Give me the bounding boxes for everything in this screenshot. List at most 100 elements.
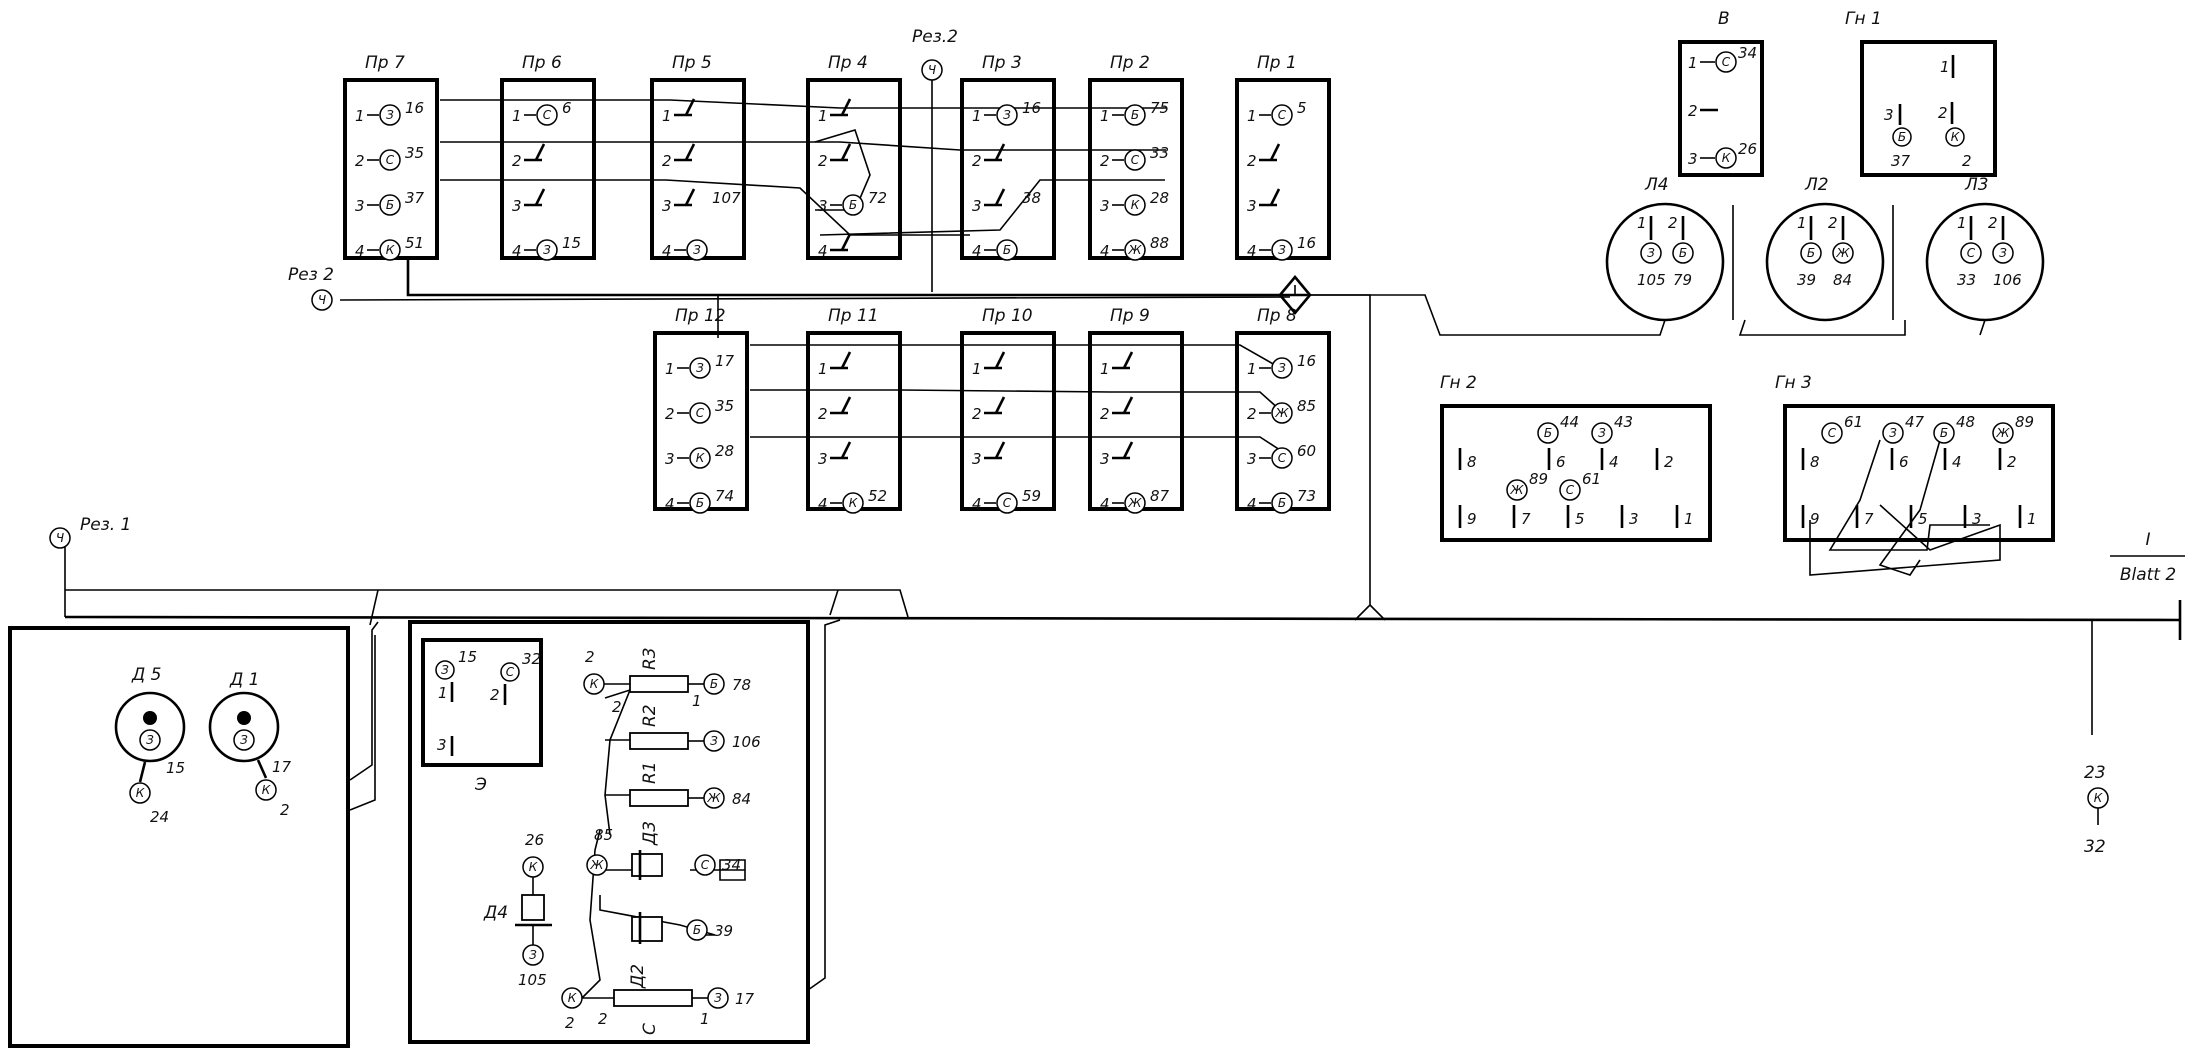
end-connector: 23 К 32	[2084, 763, 2109, 857]
gn1-c2: К	[1951, 130, 1960, 144]
fuse-pin-number: 1	[818, 107, 828, 125]
d1-color: З	[240, 733, 248, 747]
fuse-pin-color: З	[386, 108, 394, 122]
d1-wire2: 2	[280, 801, 290, 819]
gn3-wire-color: Б	[1940, 426, 1948, 440]
gn2-pin: 2	[1664, 453, 1674, 471]
gn3-wire-number: 89	[2015, 413, 2034, 431]
d3-wr2: 39	[714, 922, 733, 940]
fuse-pin-color: Ж	[1128, 243, 1143, 257]
fuse-pin-number: 4	[512, 242, 522, 260]
fuse-label: Пр 6	[522, 53, 562, 73]
d3-cl: Ж	[590, 858, 605, 872]
lamp-pin2: 2	[1988, 214, 1998, 232]
fuse-pin-number: 1	[1247, 360, 1257, 378]
switch-v-label: В	[1718, 9, 1730, 29]
e-w1: 15	[458, 648, 477, 666]
fuse-pin-color: З	[1278, 361, 1286, 375]
fuse-pin-number: 1	[1100, 360, 1110, 378]
r3-pin2: 2	[612, 698, 622, 716]
gn2-pin: 9	[1467, 510, 1477, 528]
lamp-pin1: 1	[1957, 214, 1967, 232]
gn3-pin: 6	[1899, 453, 1909, 471]
fuse-pin-number: 2	[1100, 405, 1110, 423]
gn1-p2: 2	[1938, 104, 1948, 122]
fuse-pin-number: 1	[662, 107, 672, 125]
switch-pin-color: К	[1722, 151, 1731, 165]
gn1-w2: 2	[1962, 152, 1972, 170]
r3-cr: Б	[710, 677, 718, 691]
wiring-lines	[64, 80, 2182, 1001]
socket-gn1: Гн 1 1 3 Б 37 2 К 2	[1845, 9, 1997, 177]
lamp-color1: З	[1647, 246, 1655, 260]
gn3-wire-color: З	[1889, 426, 1897, 440]
fuse-pin-number: 2	[1247, 152, 1257, 170]
fuse-pin-color: Б	[1003, 243, 1011, 257]
fuse-pin-wire: 59	[1022, 487, 1041, 505]
fuse-pin-wire: 107	[712, 189, 741, 207]
fuse-pin-number: 4	[665, 495, 675, 513]
fuse-label: Пр 5	[672, 53, 712, 73]
fuse-pin-number: 1	[972, 360, 982, 378]
r2-cr: З	[710, 734, 718, 748]
fuse-pin-color: С	[1278, 451, 1287, 465]
reserve-rez1: Рез. 1 Ч	[49, 515, 131, 549]
reserve-rez2-left: Рез 2 Ч	[288, 265, 334, 311]
fuse-label: Пр 11	[828, 306, 879, 326]
d2-cl: К	[568, 991, 577, 1005]
d4-wb: 105	[518, 971, 547, 989]
lamp-label: Л3	[1964, 175, 1989, 195]
fuse-pin-wire: 15	[562, 234, 581, 252]
fuse-label: Пр 1	[1257, 53, 1297, 73]
fuse-pin-number: 2	[1100, 152, 1110, 170]
lamp-wire2: 84	[1833, 271, 1852, 289]
junction-diamond	[1278, 274, 1312, 316]
end-wire-bottom: 32	[2084, 837, 2106, 857]
lamp-color2: З	[1999, 246, 2007, 260]
e-p2: 2	[490, 686, 500, 704]
d5-color2: К	[136, 786, 145, 800]
fuse-pin-wire: 52	[868, 487, 887, 505]
fuse-pin-wire: 73	[1297, 487, 1316, 505]
lamp-wire2: 106	[1993, 271, 2022, 289]
d3-label: Д3	[640, 821, 660, 846]
fuse-pin-color: Б	[849, 198, 857, 212]
fuse-pin-number: 3	[355, 197, 365, 215]
gn1-c3: Б	[1898, 130, 1906, 144]
lamp-label: Л2	[1804, 175, 1829, 195]
fuse-pin-number: 3	[818, 197, 828, 215]
gn3-wire-number: 47	[1905, 413, 1925, 431]
fuse-pin-number: 4	[972, 242, 982, 260]
rez1-marker: Ч	[56, 531, 64, 545]
fuse-label: Пр 9	[1110, 306, 1150, 326]
d2-wl: 2	[565, 1014, 575, 1032]
sheet-reference: I Blatt 2	[2110, 530, 2185, 585]
switch-pin-number: 1	[1688, 54, 1698, 72]
fuse-pin-color: Ж	[1128, 496, 1143, 510]
fuse-pin-wire: 6	[562, 99, 572, 117]
gn3-pin: 5	[1918, 510, 1928, 528]
gn2-wire-number: 61	[1582, 470, 1601, 488]
lamp-color2: Б	[1679, 246, 1687, 260]
gn2-pin: 8	[1467, 453, 1477, 471]
lamp-wire1: 39	[1797, 271, 1816, 289]
fuse-pin-number: 3	[972, 197, 982, 215]
fuse-pin-wire: 28	[1150, 189, 1169, 207]
fuse-pin-number: 3	[1100, 197, 1110, 215]
fuse-pin-number: 3	[665, 450, 675, 468]
gn2-pin: 3	[1629, 510, 1639, 528]
fuse-pin-number: 3	[1247, 197, 1257, 215]
gn1-p1: 1	[1940, 58, 1950, 76]
fuse-pin-wire: 28	[715, 442, 734, 460]
r1-wr: 84	[732, 790, 751, 808]
r3-wr: 78	[732, 676, 751, 694]
fuse-pin-number: 3	[1247, 450, 1257, 468]
d3-wr: 34	[722, 856, 741, 874]
lamp-wire2: 79	[1673, 271, 1692, 289]
fuse-pin-number: 1	[1247, 107, 1257, 125]
fuse-pin-number: 4	[1247, 495, 1257, 513]
fuse-pin-color: К	[849, 496, 858, 510]
